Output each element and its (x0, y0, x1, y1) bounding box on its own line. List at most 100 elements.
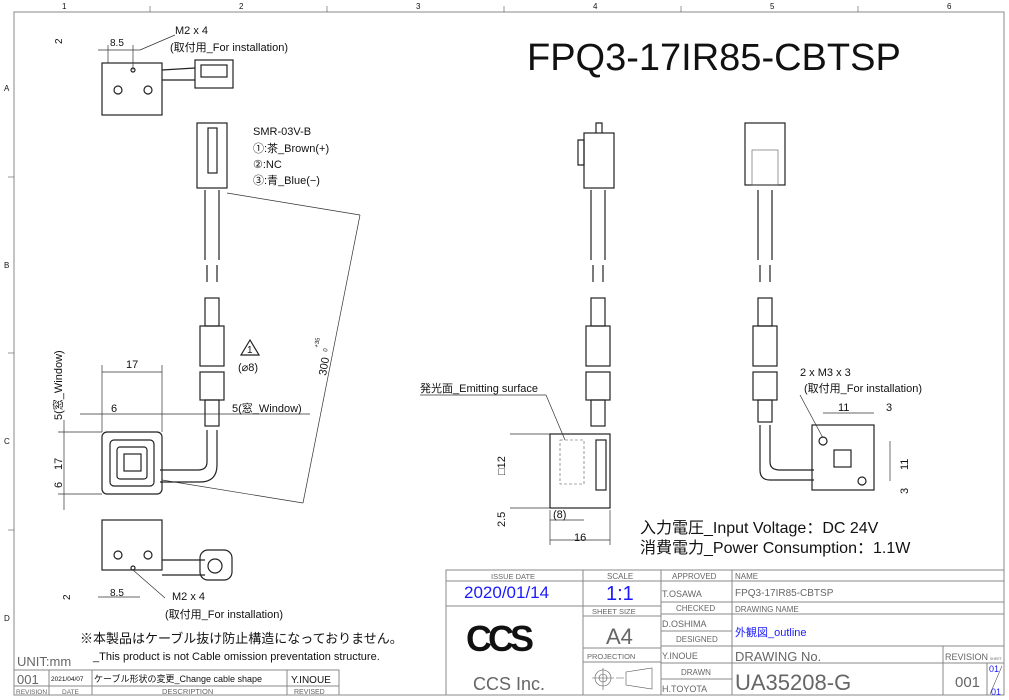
revision-label: REVISION (945, 652, 988, 662)
h-revised: REVISED (294, 689, 325, 696)
row-d: D (4, 614, 10, 623)
screw-label: M2 x 4 (175, 25, 208, 37)
side-view: 発光面_Emitting surface □12 2.5 (8) 16 (420, 122, 615, 545)
pin-3: ③:青_Blue(−) (253, 174, 320, 187)
title-block: ISSUE DATE 2020/01/14 SCALE 1:1 SHEET SI… (445, 569, 1005, 697)
designed: Y.INOUE (662, 651, 698, 661)
scale-label: SCALE (607, 572, 633, 581)
install-label: (取付用_For installation) (804, 382, 922, 395)
projection-label: PROJECTION (587, 652, 635, 661)
h-revision: REVISION (16, 689, 47, 696)
bottom-view: 8.5 2 M2 x 4 (取付用_For installation) (62, 519, 283, 621)
dim-3-v: 3 (899, 488, 911, 494)
name-label: NAME (735, 572, 758, 581)
connector-model: SMR-03V-B (253, 126, 311, 138)
h-description: DESCRIPTION (162, 687, 213, 696)
sheet-total: 01 (991, 687, 1001, 697)
column-5: 5 (770, 2, 775, 11)
dim-8-5: 8.5 (110, 588, 124, 599)
dim-6-v: 6 (53, 482, 65, 488)
pin-1: ①:茶_Brown(+) (253, 142, 329, 155)
drawing-no-label: DRAWING No. (735, 649, 821, 664)
rev-date: 2021/04/07 (51, 676, 84, 683)
column-2: 2 (239, 2, 244, 11)
drawing-name-label: DRAWING NAME (735, 605, 799, 614)
pin-2: ②:NC (253, 159, 282, 171)
install-label: (取付用_For installation) (170, 41, 288, 54)
dim-16: 16 (574, 532, 586, 544)
drawing-name: 外観図_outline (735, 625, 807, 639)
screw-hole (113, 85, 123, 95)
rev-number: 001 (17, 672, 39, 687)
company-name: CCS Inc. (473, 674, 545, 694)
checked-label: CHECKED (676, 604, 715, 613)
drawn: H.TOYOTA (662, 684, 707, 694)
rev-mark: 1 (247, 345, 253, 356)
column-4: 4 (593, 2, 598, 11)
column-3: 3 (416, 2, 421, 11)
install-label: (取付用_For installation) (165, 608, 283, 621)
dim-17: 17 (126, 359, 138, 371)
tol-minus: 0 (323, 347, 330, 352)
name: FPQ3-17IR85-CBTSP (735, 588, 834, 599)
dim-11-h: 11 (838, 402, 849, 414)
projection-symbol-icon (592, 667, 653, 690)
issue-date-label: ISSUE DATE (491, 572, 535, 581)
note-en: _This product is not Cable omission prev… (92, 651, 380, 663)
screw-label: 2 x M3 x 3 (800, 367, 851, 379)
rev-description: ケーブル形状の変更_Change cable shape (94, 673, 262, 684)
connector-top (194, 59, 234, 89)
window-h: 5(窓_Window) (232, 401, 302, 415)
dim-17-v: 17 (53, 458, 65, 470)
h-date: DATE (62, 689, 80, 696)
top-view: 8.5 2 M2 x 4 (取付用_For installation) (54, 25, 288, 116)
connector-info: SMR-03V-B ①:茶_Brown(+) ②:NC ③:青_Blue(−) (253, 126, 329, 187)
diameter: (⌀8) (238, 362, 258, 374)
dim-11-v: 11 (899, 459, 911, 470)
dim-12: □12 (496, 456, 508, 475)
issue-date: 2020/01/14 (464, 583, 549, 602)
note-jp: ※本製品はケーブル抜け防止構造になっておりません。 (80, 631, 403, 646)
approved: T.OSAWA (662, 589, 702, 599)
dim-2-5: 2.5 (496, 512, 508, 527)
unit-label: UNIT:mm (17, 654, 71, 669)
drawing-no: UA35208-G (735, 670, 851, 695)
dim-8-5: 8.5 (110, 38, 124, 49)
column-6: 6 (947, 2, 952, 11)
dim-8: (8) (553, 509, 566, 521)
input-voltage: 入力電圧_Input Voltage：DC 24V (640, 519, 879, 537)
dim-2: 2 (62, 594, 73, 600)
front-view: 17 6 5(窓_Window) 5(窓_Window) 17 6 300 +3… (51, 122, 361, 510)
revision-triangle (239, 338, 261, 356)
emitting-label: 発光面_Emitting surface (420, 381, 538, 395)
dim-3-h: 3 (886, 402, 892, 414)
scale: 1:1 (606, 583, 634, 605)
sheet-size-label: SHEET SIZE (592, 607, 636, 616)
drawn-label: DRAWN (681, 668, 711, 677)
row-b: B (4, 261, 9, 270)
dim-6-h: 6 (111, 403, 117, 415)
rev-revised: Y.INOUE (291, 675, 331, 686)
sheet-label: SHEET (990, 657, 1003, 661)
revision: 001 (955, 674, 980, 691)
row-c: C (4, 437, 10, 446)
power-consumption: 消費電力_Power Consumption：1.1W (640, 539, 911, 557)
screw-label: M2 x 4 (172, 591, 205, 603)
approved-label: APPROVED (672, 572, 717, 581)
column-markers: 1 2 3 4 5 6 A B C D (4, 2, 952, 623)
row-a: A (4, 84, 10, 93)
designed-label: DESIGNED (676, 635, 718, 644)
back-view: 2 x M3 x 3 (取付用_For installation) 11 3 1… (744, 122, 922, 494)
dim-2: 2 (54, 38, 65, 44)
screw-hole (143, 85, 153, 95)
frame-ticks (8, 6, 859, 531)
sheet-num: 01 (989, 664, 999, 674)
window-v: 5(窓_Window) (51, 350, 65, 420)
product-title: FPQ3-17IR85-CBTSP (527, 37, 901, 79)
column-1: 1 (62, 2, 67, 11)
checked: D.OSHIMA (662, 619, 707, 629)
revision-table: 001 2021/04/07 ケーブル形状の変更_Change cable sh… (13, 669, 340, 696)
tol-plus: +35 (314, 337, 322, 349)
cable-length: 300 (317, 356, 332, 376)
